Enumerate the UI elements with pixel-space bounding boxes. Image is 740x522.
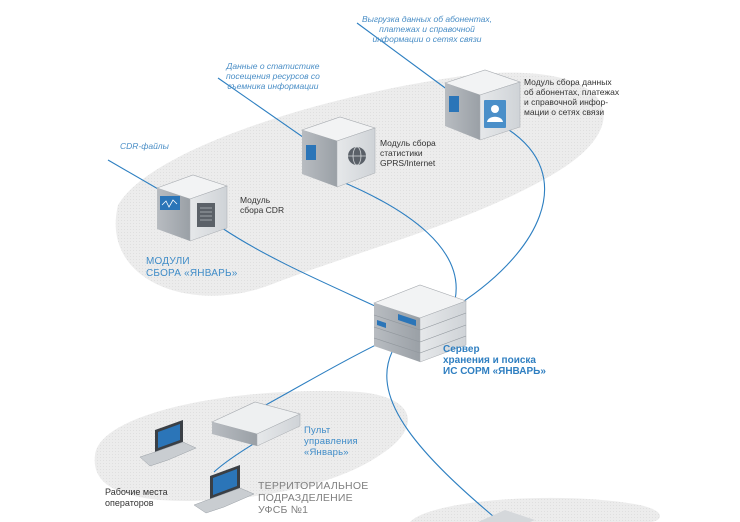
cdr-module-server[interactable] — [156, 174, 228, 242]
server-label: Сервер хранения и поиска ИС СОРМ «ЯНВАРЬ… — [443, 344, 546, 377]
cdr-module-label: Модуль сбора CDR — [240, 195, 285, 215]
laptop-operator-1[interactable] — [139, 420, 197, 467]
user-icon — [487, 105, 503, 122]
partial-server — [478, 510, 535, 522]
billing-input-label: Выгрузка данных об абонентах, платежах и… — [362, 14, 493, 44]
territorial-unit-label: ТЕРРИТОРИАЛЬНОЕ ПОДРАЗДЕЛЕНИЕ УФСБ №1 — [258, 480, 369, 516]
laptop-operator-2[interactable] — [193, 465, 255, 514]
central-storage-server[interactable] — [373, 284, 467, 363]
control-console-unit[interactable] — [211, 401, 301, 447]
globe-icon — [348, 146, 366, 166]
billing-module-server[interactable] — [444, 69, 521, 141]
console-label: Пульт управления «Январь» — [304, 425, 358, 458]
cdr-input-label: CDR-файлы — [120, 141, 169, 151]
stats-input-label: Данные о статистике посещения ресурсов с… — [226, 61, 320, 91]
collection-modules-label: МОДУЛИ СБОРА «ЯНВАРЬ» — [146, 256, 238, 279]
input-lines — [107, 22, 453, 194]
lower-area-blob — [410, 497, 660, 522]
gprs-module-label: Модуль сбора статистики GPRS/Internet — [380, 138, 436, 168]
billing-module-label: Модуль сбора данных об абонентах, платеж… — [524, 77, 620, 117]
workstations-label: Рабочие места операторов — [105, 487, 168, 508]
gprs-module-server[interactable] — [301, 116, 376, 188]
